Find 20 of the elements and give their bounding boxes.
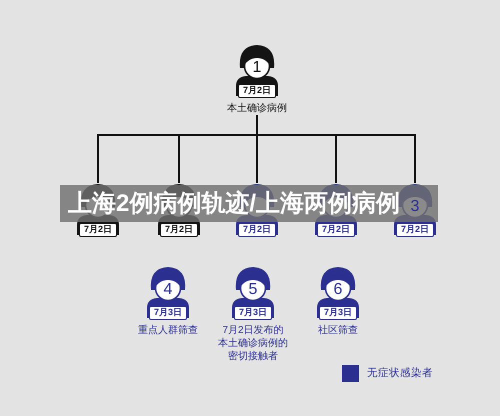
case-caption: 本土确诊病例 bbox=[226, 102, 288, 115]
date-tag: 7月2日 bbox=[238, 84, 276, 98]
date-tag: 7月2日 bbox=[317, 223, 355, 237]
date-tag: 7月2日 bbox=[396, 223, 434, 237]
legend-label: 无症状感染者 bbox=[367, 367, 433, 380]
date-tag: 7月2日 bbox=[160, 223, 198, 237]
case-number: 3 bbox=[410, 198, 420, 216]
case-caption: 7月2日发布的本土确诊病例的密切接触者 bbox=[218, 324, 288, 363]
date-tag: 7月3日 bbox=[234, 306, 272, 320]
case-number: 4 bbox=[162, 281, 174, 299]
case-number: 1 bbox=[252, 59, 262, 77]
date-tag: 7月2日 bbox=[238, 223, 276, 237]
date-tag: 7月2日 bbox=[79, 223, 117, 237]
connector-line bbox=[256, 115, 416, 183]
case-number: 6 bbox=[332, 281, 344, 299]
case-caption: 重点人群筛查 bbox=[137, 324, 199, 337]
date-tag: 7月3日 bbox=[149, 306, 187, 320]
case-number: 5 bbox=[248, 281, 258, 299]
case-caption: 社区筛查 bbox=[317, 324, 359, 337]
date-tag: 7月3日 bbox=[319, 306, 357, 320]
